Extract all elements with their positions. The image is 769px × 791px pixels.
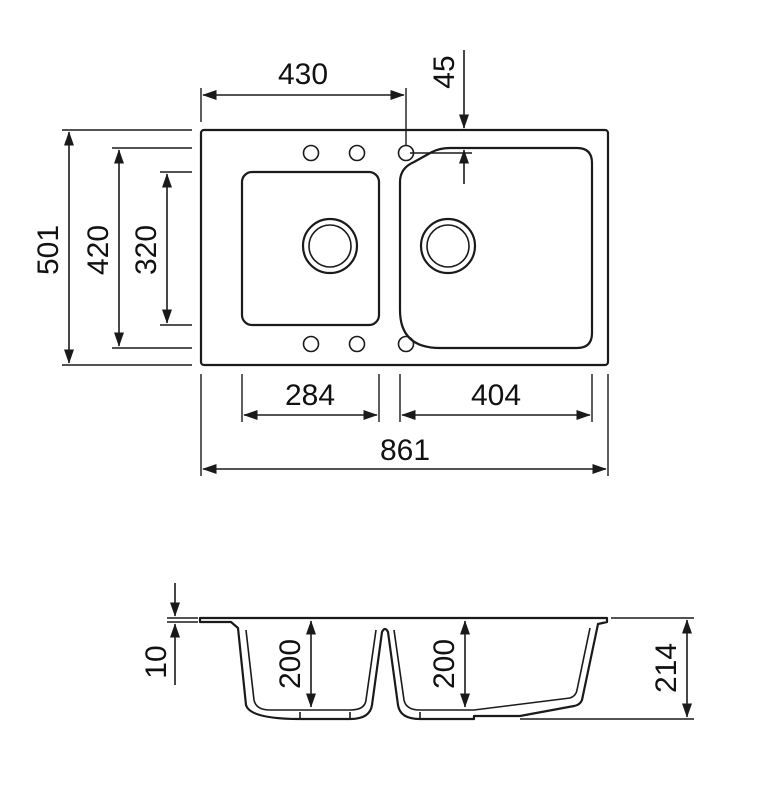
dimension-label-10: 10 [140,645,173,678]
large-bowl-outline [398,146,594,350]
dimension-284: 284 [241,374,380,422]
sink-outline [199,128,610,367]
tap-hole [348,144,366,162]
tap-hole [397,335,415,353]
dimension-200-left: 200 [274,620,317,708]
top-view: 430 45 501 420 320 [32,50,610,476]
dimension-label-404: 404 [471,379,521,412]
dimension-404: 404 [399,374,593,422]
dimension-label-420: 420 [82,225,115,275]
small-bowl-drain-icon [301,217,359,275]
dimension-10: 10 [140,583,198,685]
dimension-420: 420 [82,147,192,349]
dimension-45: 45 [410,50,472,184]
dimension-861: 861 [200,374,609,476]
dimension-label-430: 430 [278,58,328,91]
tap-hole [302,144,320,162]
sink-side-profile [198,616,609,721]
tap-hole [348,335,366,353]
dimension-214: 214 [520,617,694,720]
dimension-label-214: 214 [650,643,683,693]
dimension-label-200-right: 200 [428,639,461,689]
small-bowl-outline [240,170,381,327]
sink-side-inner [393,627,591,711]
dimension-label-45: 45 [428,55,461,88]
dimension-label-284: 284 [285,379,335,412]
dimension-label-861: 861 [380,434,430,467]
tap-hole [302,335,320,353]
large-bowl-drain-icon [419,217,477,275]
dimension-label-320: 320 [130,225,163,275]
dimension-501: 501 [32,129,192,366]
dimension-200-right: 200 [428,620,471,708]
sink-side-inner [245,629,377,711]
dimension-label-200-left: 200 [274,639,307,689]
dimension-320: 320 [130,171,192,326]
dimension-430: 430 [200,58,407,145]
dimension-label-501: 501 [32,225,65,275]
side-view: 10 200 200 214 [140,583,694,721]
